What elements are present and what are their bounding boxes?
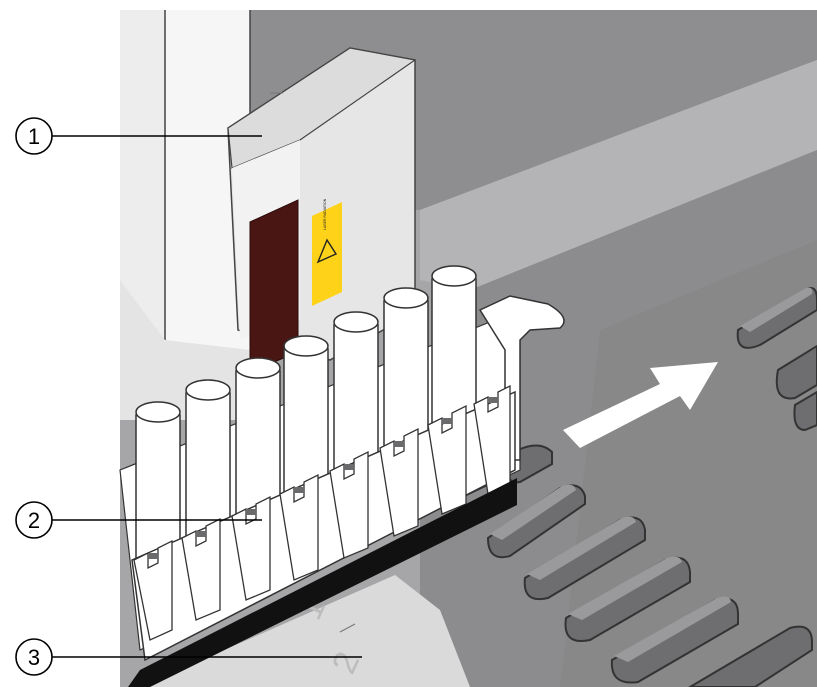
laser-warning-label: LASER RADIATION [312, 198, 342, 306]
svg-text:1: 1 [28, 124, 40, 149]
svg-text:LASER RADIATION: LASER RADIATION [323, 198, 327, 230]
svg-text:3: 3 [28, 645, 40, 670]
svg-text:2: 2 [28, 508, 40, 533]
